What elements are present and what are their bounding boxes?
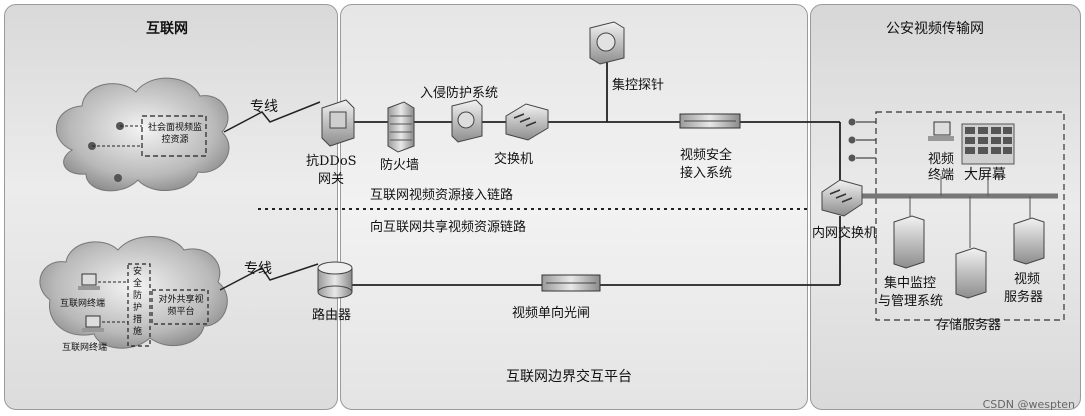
router-label: 路由器 (312, 308, 352, 323)
inner-switch-icon (821, 179, 863, 217)
internet-title: 互联网 (146, 21, 188, 37)
share-chain-label: 向互联网共享视频资源链路 (370, 220, 527, 235)
dedicated-line-top-label: 专线 (250, 99, 278, 115)
top-cloud (56, 77, 230, 192)
video-access-label-2: 接入系统 (680, 166, 733, 181)
ddos-gateway-label-1: 抗DDoS (306, 154, 357, 169)
central-mgmt-server-icon (893, 196, 925, 269)
switch-label: 交换机 (494, 152, 534, 167)
watermark: CSDN @wespten (982, 398, 1075, 411)
ddos-gateway-icon (321, 99, 355, 147)
security-measures-label: 安全防护措施 (133, 267, 143, 337)
probe-icon (589, 21, 625, 65)
video-access-icon (679, 113, 741, 129)
big-screen-label: 大屏幕 (964, 167, 1006, 183)
optical-gate-icon (541, 274, 601, 292)
camera-icons-top (88, 122, 142, 182)
storage-server-label: 存储服务器 (936, 318, 1002, 333)
share-platform-label: 对外共享视频平台 (158, 295, 204, 317)
storage-server-icon (955, 196, 987, 299)
dedicated-line-bottom (219, 263, 319, 291)
terminal-b-label: 互联网终端 (62, 343, 108, 353)
border-platform-title: 互联网边界交互平台 (506, 369, 632, 385)
firewall-label: 防火墙 (380, 158, 420, 173)
probe-label: 集控探针 (612, 78, 665, 93)
social-video-box (141, 115, 207, 157)
police-network-title: 公安视频传输网 (886, 21, 984, 37)
switch-icon (505, 103, 549, 141)
video-terminal-icon (928, 121, 954, 196)
terminal-a-label: 互联网终端 (60, 299, 106, 309)
security-measures-box (127, 263, 151, 347)
dedicated-line-bottom-label: 专线 (244, 261, 272, 277)
ddos-gateway-label-2: 网关 (318, 172, 345, 187)
inner-switch-label: 内网交换机 (812, 226, 878, 241)
border-platform-zone (340, 4, 808, 410)
firewall-icon (387, 101, 415, 153)
big-screen-icon (961, 123, 1015, 196)
internal-system-box (875, 111, 1065, 321)
video-terminal-label-2: 终端 (928, 168, 955, 183)
video-server-label-2: 服务器 (1004, 290, 1044, 305)
share-platform-box (151, 289, 209, 325)
video-access-label-1: 视频安全 (680, 148, 733, 163)
access-chain-label: 互联网视频资源接入链路 (370, 188, 514, 203)
camera-icons-right (848, 118, 876, 162)
terminal-icons (78, 273, 128, 332)
central-mgmt-label-1: 集中监控 (884, 276, 937, 291)
video-server-icon (1013, 196, 1045, 265)
optical-gate-label: 视频单向光闸 (512, 306, 591, 321)
ids-label: 入侵防护系统 (420, 86, 499, 101)
dedicated-line-top (223, 101, 321, 133)
social-video-label: 社会面视频监控资源 (147, 123, 202, 145)
ids-icon (451, 99, 483, 143)
router-icon (317, 261, 353, 299)
video-server-label-1: 视频 (1014, 272, 1041, 287)
central-mgmt-label-2: 与管理系统 (878, 294, 944, 309)
video-terminal-label-1: 视频 (928, 152, 955, 167)
